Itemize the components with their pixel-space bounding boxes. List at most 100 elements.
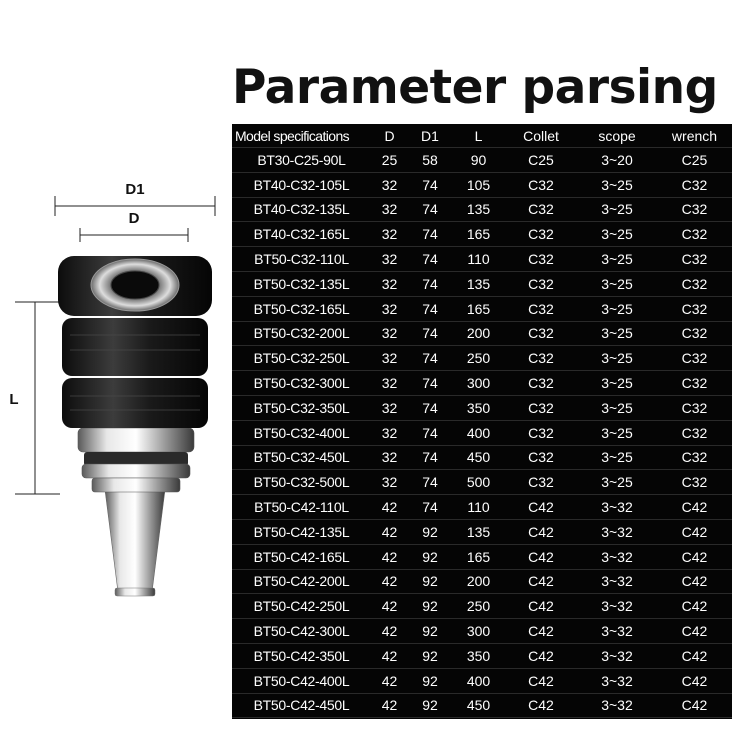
cell-d1: 92 bbox=[408, 692, 452, 718]
cell-collet: C42 bbox=[505, 593, 577, 619]
cell-d: 32 bbox=[371, 370, 408, 396]
page-title: Parameter parsing bbox=[232, 60, 718, 115]
cell-collet: C32 bbox=[505, 246, 577, 272]
cell-wrench: C42 bbox=[657, 593, 732, 619]
cell-l: 110 bbox=[452, 246, 505, 272]
cell-l: 135 bbox=[452, 518, 505, 545]
cell-model: BT50-C32-450L bbox=[232, 444, 371, 470]
cell-scope: 3~25 bbox=[577, 196, 657, 222]
dimension-l: L bbox=[9, 301, 60, 495]
parameter-table: Model specifications D D1 L Collet scope… bbox=[232, 124, 732, 743]
cell-scope: 3~25 bbox=[577, 444, 657, 470]
cell-scope: 3~32 bbox=[577, 692, 657, 718]
parameter-table-container: Model specifications D D1 L Collet scope… bbox=[232, 124, 732, 743]
cell-l: 90 bbox=[452, 147, 505, 173]
cell-collet: C32 bbox=[505, 444, 577, 470]
cell-collet: C32 bbox=[505, 419, 577, 446]
cell-l: 450 bbox=[452, 692, 505, 718]
cell-d1: 74 bbox=[408, 370, 452, 396]
cell-scope: 3~32 bbox=[577, 518, 657, 545]
cell-l: 250 bbox=[452, 345, 505, 371]
cell-scope: 3~32 bbox=[577, 642, 657, 669]
cell-d1: 74 bbox=[408, 171, 452, 198]
cell-l: 200 bbox=[452, 568, 505, 594]
cell-d: 32 bbox=[371, 345, 408, 371]
header-scope: scope bbox=[598, 127, 636, 144]
cell-model: BT50-C42-400L bbox=[232, 667, 371, 694]
cell-scope: 3~25 bbox=[577, 394, 657, 421]
cell-collet: C25 bbox=[505, 147, 577, 173]
cell-model: BT50-C32-110L bbox=[232, 246, 371, 272]
label-l: L bbox=[9, 391, 18, 408]
cell-d1: 92 bbox=[408, 593, 452, 619]
cell-d1: 74 bbox=[408, 221, 452, 247]
cell-d: 42 bbox=[371, 568, 408, 594]
cell-model: BT50-C42-135L bbox=[232, 518, 371, 545]
cell-collet: C32 bbox=[505, 394, 577, 421]
cell-scope: 3~32 bbox=[577, 717, 657, 743]
cell-wrench: C32 bbox=[657, 419, 732, 446]
cell-l: 165 bbox=[452, 221, 505, 247]
cell-wrench: C42 bbox=[657, 692, 732, 718]
cell-l: 350 bbox=[452, 394, 505, 421]
cell-d: 42 bbox=[371, 642, 408, 669]
header-wrench: wrench bbox=[671, 127, 718, 144]
cell-l: 105 bbox=[452, 171, 505, 198]
cell-d: 42 bbox=[371, 692, 408, 718]
cell-d1: 74 bbox=[408, 295, 452, 322]
cell-scope: 3~25 bbox=[577, 345, 657, 371]
cell-wrench: C32 bbox=[657, 221, 732, 247]
cell-l: 200 bbox=[452, 320, 505, 346]
cell-collet: C32 bbox=[505, 469, 577, 495]
cell-collet: C32 bbox=[505, 320, 577, 346]
tool-holder-drawing: D1 D L bbox=[9, 181, 216, 597]
cell-model: BT50-C42-300L bbox=[232, 618, 371, 644]
cell-scope: 3~25 bbox=[577, 295, 657, 322]
cell-wrench: C42 bbox=[657, 543, 732, 570]
cell-scope: 3~25 bbox=[577, 469, 657, 495]
cell-l: 165 bbox=[452, 295, 505, 322]
cell-scope: 3~25 bbox=[577, 419, 657, 446]
cell-wrench: C32 bbox=[657, 370, 732, 396]
cell-d1: 92 bbox=[408, 642, 452, 669]
cell-d: 42 bbox=[371, 518, 408, 545]
cell-model: BT50-C32-200L bbox=[232, 320, 371, 346]
cell-collet: C42 bbox=[505, 642, 577, 669]
cell-wrench: C42 bbox=[657, 568, 732, 594]
cell-l: 500 bbox=[452, 469, 505, 495]
cell-d1: 74 bbox=[408, 469, 452, 495]
cell-collet: C42 bbox=[505, 618, 577, 644]
cell-l: 300 bbox=[452, 618, 505, 644]
cell-scope: 3~25 bbox=[577, 320, 657, 346]
cell-model: BT40-C32-105L bbox=[232, 171, 371, 198]
cell-model: BT50-C42-250L bbox=[232, 593, 371, 619]
cell-collet: C32 bbox=[505, 370, 577, 396]
cell-d1: 92 bbox=[408, 518, 452, 545]
cell-collet: C32 bbox=[505, 345, 577, 371]
cell-collet: C42 bbox=[505, 667, 577, 694]
cell-wrench: C25 bbox=[657, 147, 732, 173]
cell-d: 32 bbox=[371, 221, 408, 247]
header-collet: Collet bbox=[523, 127, 559, 144]
cell-l: 500 bbox=[452, 717, 505, 743]
cell-scope: 3~32 bbox=[577, 494, 657, 520]
cell-collet: C42 bbox=[505, 568, 577, 594]
cell-model: BT50-C42-500L bbox=[232, 717, 371, 743]
cell-collet: C42 bbox=[505, 518, 577, 545]
cell-wrench: C42 bbox=[657, 717, 732, 743]
cell-d1: 92 bbox=[408, 667, 452, 694]
cell-collet: C32 bbox=[505, 295, 577, 322]
cell-collet: C42 bbox=[505, 543, 577, 570]
header-d: D bbox=[384, 127, 395, 144]
cell-d1: 74 bbox=[408, 345, 452, 371]
